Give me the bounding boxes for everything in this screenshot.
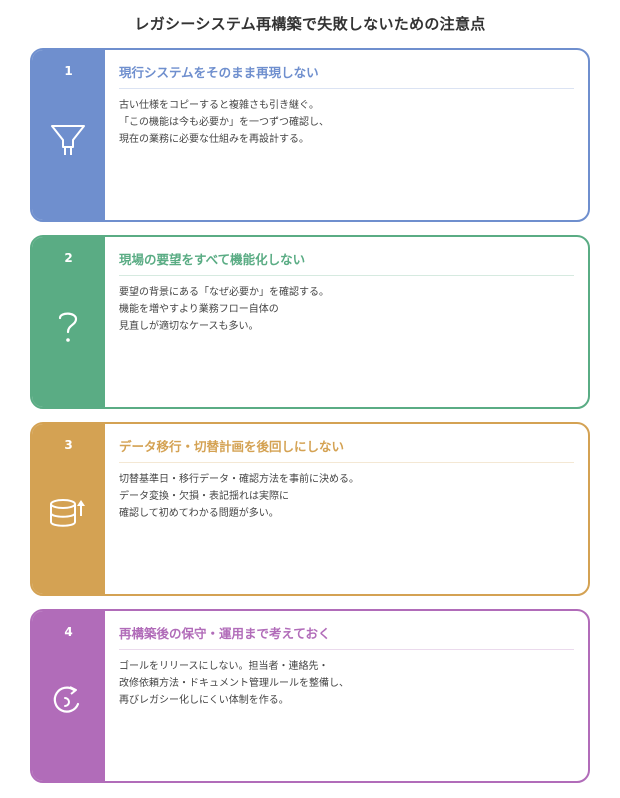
card-2-title: 現場の要望をすべて機能化しない [119, 251, 574, 276]
card-4-title: 再構築後の保守・運用まで考えておく [119, 625, 574, 650]
card-1-title: 現行システムをそのまま再現しない [119, 64, 574, 89]
card-2-line: 機能を増やすより業務フロー自体の [119, 304, 279, 315]
card-3-body: データ移行・切替計画を後回しにしない 切替基準日・移行データ・確認方法を事前に決… [119, 424, 574, 522]
card-3-line: 確認して初めてわかる問題が多い。 [119, 508, 279, 519]
card-4-line: ゴールをリリースにしない。担当者・連絡先・ [119, 661, 329, 672]
card-4: 4 再構築後の保守・運用まで考えておく ゴールをリリースにしない。担当者・連絡先… [30, 609, 590, 783]
page-title: レガシーシステム再構築で失敗しないための注意点 [134, 15, 486, 33]
database-migrate-icon [48, 494, 88, 534]
card-1-line: 古い仕様をコピーすると複雑さも引き継ぐ。 [119, 100, 319, 111]
question-icon [48, 307, 88, 347]
cycle-icon [48, 681, 88, 721]
card-4-number: 4 [64, 625, 73, 639]
card-1-body: 現行システムをそのまま再現しない 古い仕様をコピーすると複雑さも引き継ぐ。 「こ… [119, 50, 574, 148]
card-2-line: 見直しが適切なケースも多い。 [119, 321, 259, 332]
card-3-title: データ移行・切替計画を後回しにしない [119, 438, 574, 463]
card-3: 3 データ移行・切替計画を後回しにしない 切替基準日・移行データ・確認方法を事前… [30, 422, 590, 596]
card-4-line: 改修依頼方法・ドキュメント管理ルールを整備し、 [119, 678, 349, 689]
card-3-number: 3 [64, 438, 73, 452]
card-3-line: 切替基準日・移行データ・確認方法を事前に決める。 [119, 474, 359, 485]
card-1-line: 「この機能は今も必要か」を一つずつ確認し、 [119, 117, 329, 128]
card-1-line: 現在の業務に必要な仕組みを再設計する。 [119, 134, 309, 145]
card-2: 2 現場の要望をすべて機能化しない 要望の背景にある「なぜ必要か」を確認する。 … [30, 235, 590, 409]
card-3-sidebar: 3 [32, 424, 105, 594]
card-4-body: 再構築後の保守・運用まで考えておく ゴールをリリースにしない。担当者・連絡先・ … [119, 611, 574, 709]
card-1-number: 1 [64, 64, 73, 78]
card-2-description: 要望の背景にある「なぜ必要か」を確認する。 機能を増やすより業務フロー自体の 見… [119, 284, 574, 335]
card-4-sidebar: 4 [32, 611, 105, 781]
card-1-sidebar: 1 [32, 50, 105, 220]
card-1-description: 古い仕様をコピーすると複雑さも引き継ぐ。 「この機能は今も必要か」を一つずつ確認… [119, 97, 574, 148]
card-1: 1 現行システムをそのまま再現しない 古い仕様をコピーすると複雑さも引き継ぐ。 … [30, 48, 590, 222]
card-2-body: 現場の要望をすべて機能化しない 要望の背景にある「なぜ必要か」を確認する。 機能… [119, 237, 574, 335]
card-4-description: ゴールをリリースにしない。担当者・連絡先・ 改修依頼方法・ドキュメント管理ルール… [119, 658, 574, 709]
card-3-line: データ変換・欠損・表記揺れは実際に [119, 491, 289, 502]
card-3-description: 切替基準日・移行データ・確認方法を事前に決める。 データ変換・欠損・表記揺れは実… [119, 471, 574, 522]
card-2-number: 2 [64, 251, 73, 265]
card-4-line: 再びレガシー化しにくい体制を作る。 [119, 695, 289, 706]
card-2-sidebar: 2 [32, 237, 105, 407]
card-2-line: 要望の背景にある「なぜ必要か」を確認する。 [119, 287, 329, 298]
funnel-icon [48, 120, 88, 160]
